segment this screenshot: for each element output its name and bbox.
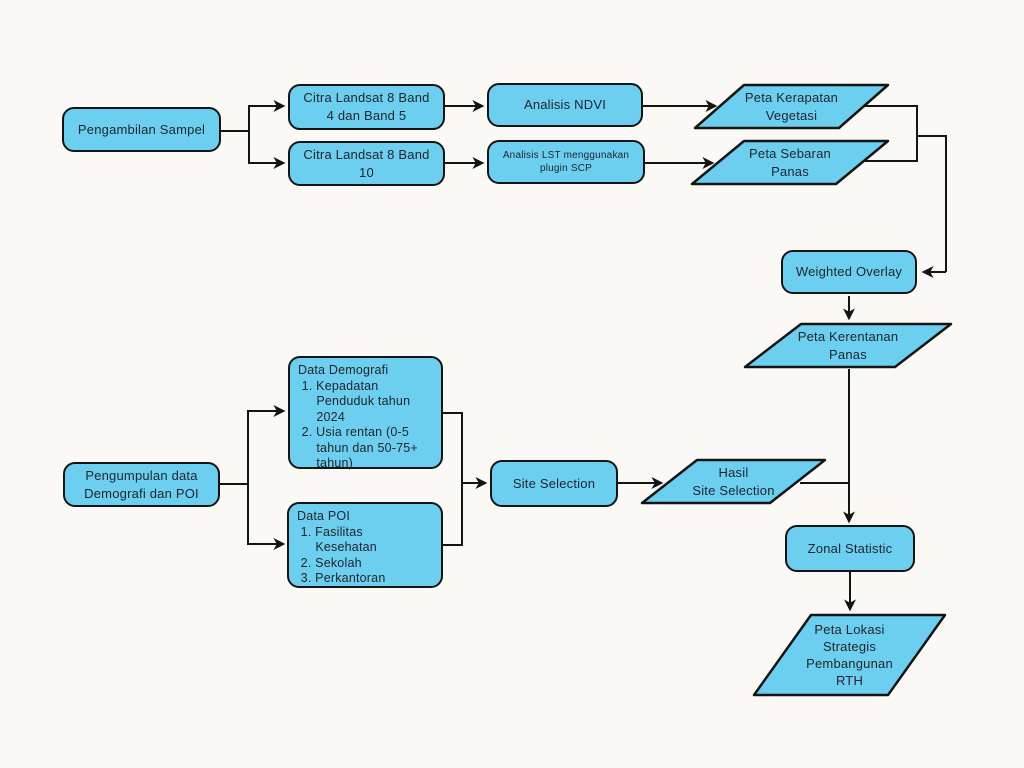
node-label: Zonal Statistic [807,540,893,556]
parallelogram-shape [690,139,890,186]
node-label: Weighted Overlay [795,264,903,279]
node-label: Analisis NDVI [523,97,607,112]
node-analisis-ndvi: Analisis NDVI [487,83,643,127]
node-citra-landsat-band-10: Citra Landsat 8 Band 10 [288,141,445,186]
node-label: Data Demografi 1. Kepadatan Penduduk tah… [298,363,418,470]
node-label: Pengambilan Sampel [77,121,206,137]
node-site-selection: Site Selection [490,460,618,507]
node-weighted-overlay: Weighted Overlay [781,250,917,294]
node-pengumpulan-data: Pengumpulan data Demografi dan POI [63,462,220,507]
node-peta-sebaran-panas: Peta Sebaran Panas [690,139,890,186]
node-pengambilan-sampel: Pengambilan Sampel [62,107,221,152]
node-label: Peta Lokasi Strategis Pembangunan RTH [806,622,893,688]
node-label: Citra Landsat 8 Band 4 dan Band 5 [303,90,430,123]
node-label: Pengumpulan data Demografi dan POI [84,467,199,501]
node-label: Citra Landsat 8 Band 10 [303,146,430,180]
parallelogram-shape [752,613,947,697]
parallelogram-shape [693,83,890,130]
node-label: Hasil Site Selection [692,464,775,498]
node-label: Peta Sebaran Panas [749,145,831,179]
node-zonal-statistic: Zonal Statistic [785,525,915,572]
node-peta-kerapatan-vegetasi: Peta Kerapatan Vegetasi [693,83,890,130]
node-label: Peta Kerapatan Vegetasi [744,89,839,123]
node-peta-kerentanan-panas: Peta Kerentanan Panas [743,322,953,369]
node-label: Data POI 1. Fasilitas Kesehatan 2. Sekol… [297,509,386,585]
node-citra-landsat-band-4-5: Citra Landsat 8 Band 4 dan Band 5 [288,84,445,130]
node-peta-lokasi-strategis: Peta Lokasi Strategis Pembangunan RTH [752,613,947,697]
node-label: Analisis LST menggunakan plugin SCP [502,150,630,174]
parallelogram-shape [743,322,953,369]
node-analisis-lst: Analisis LST menggunakan plugin SCP [487,140,645,184]
node-hasil-site-selection: Hasil Site Selection [640,458,827,505]
node-data-demografi: Data Demografi 1. Kepadatan Penduduk tah… [288,356,443,470]
node-label: Site Selection [512,475,596,491]
node-data-poi: Data POI 1. Fasilitas Kesehatan 2. Sekol… [287,502,443,588]
node-label: Peta Kerentanan Panas [797,328,899,362]
